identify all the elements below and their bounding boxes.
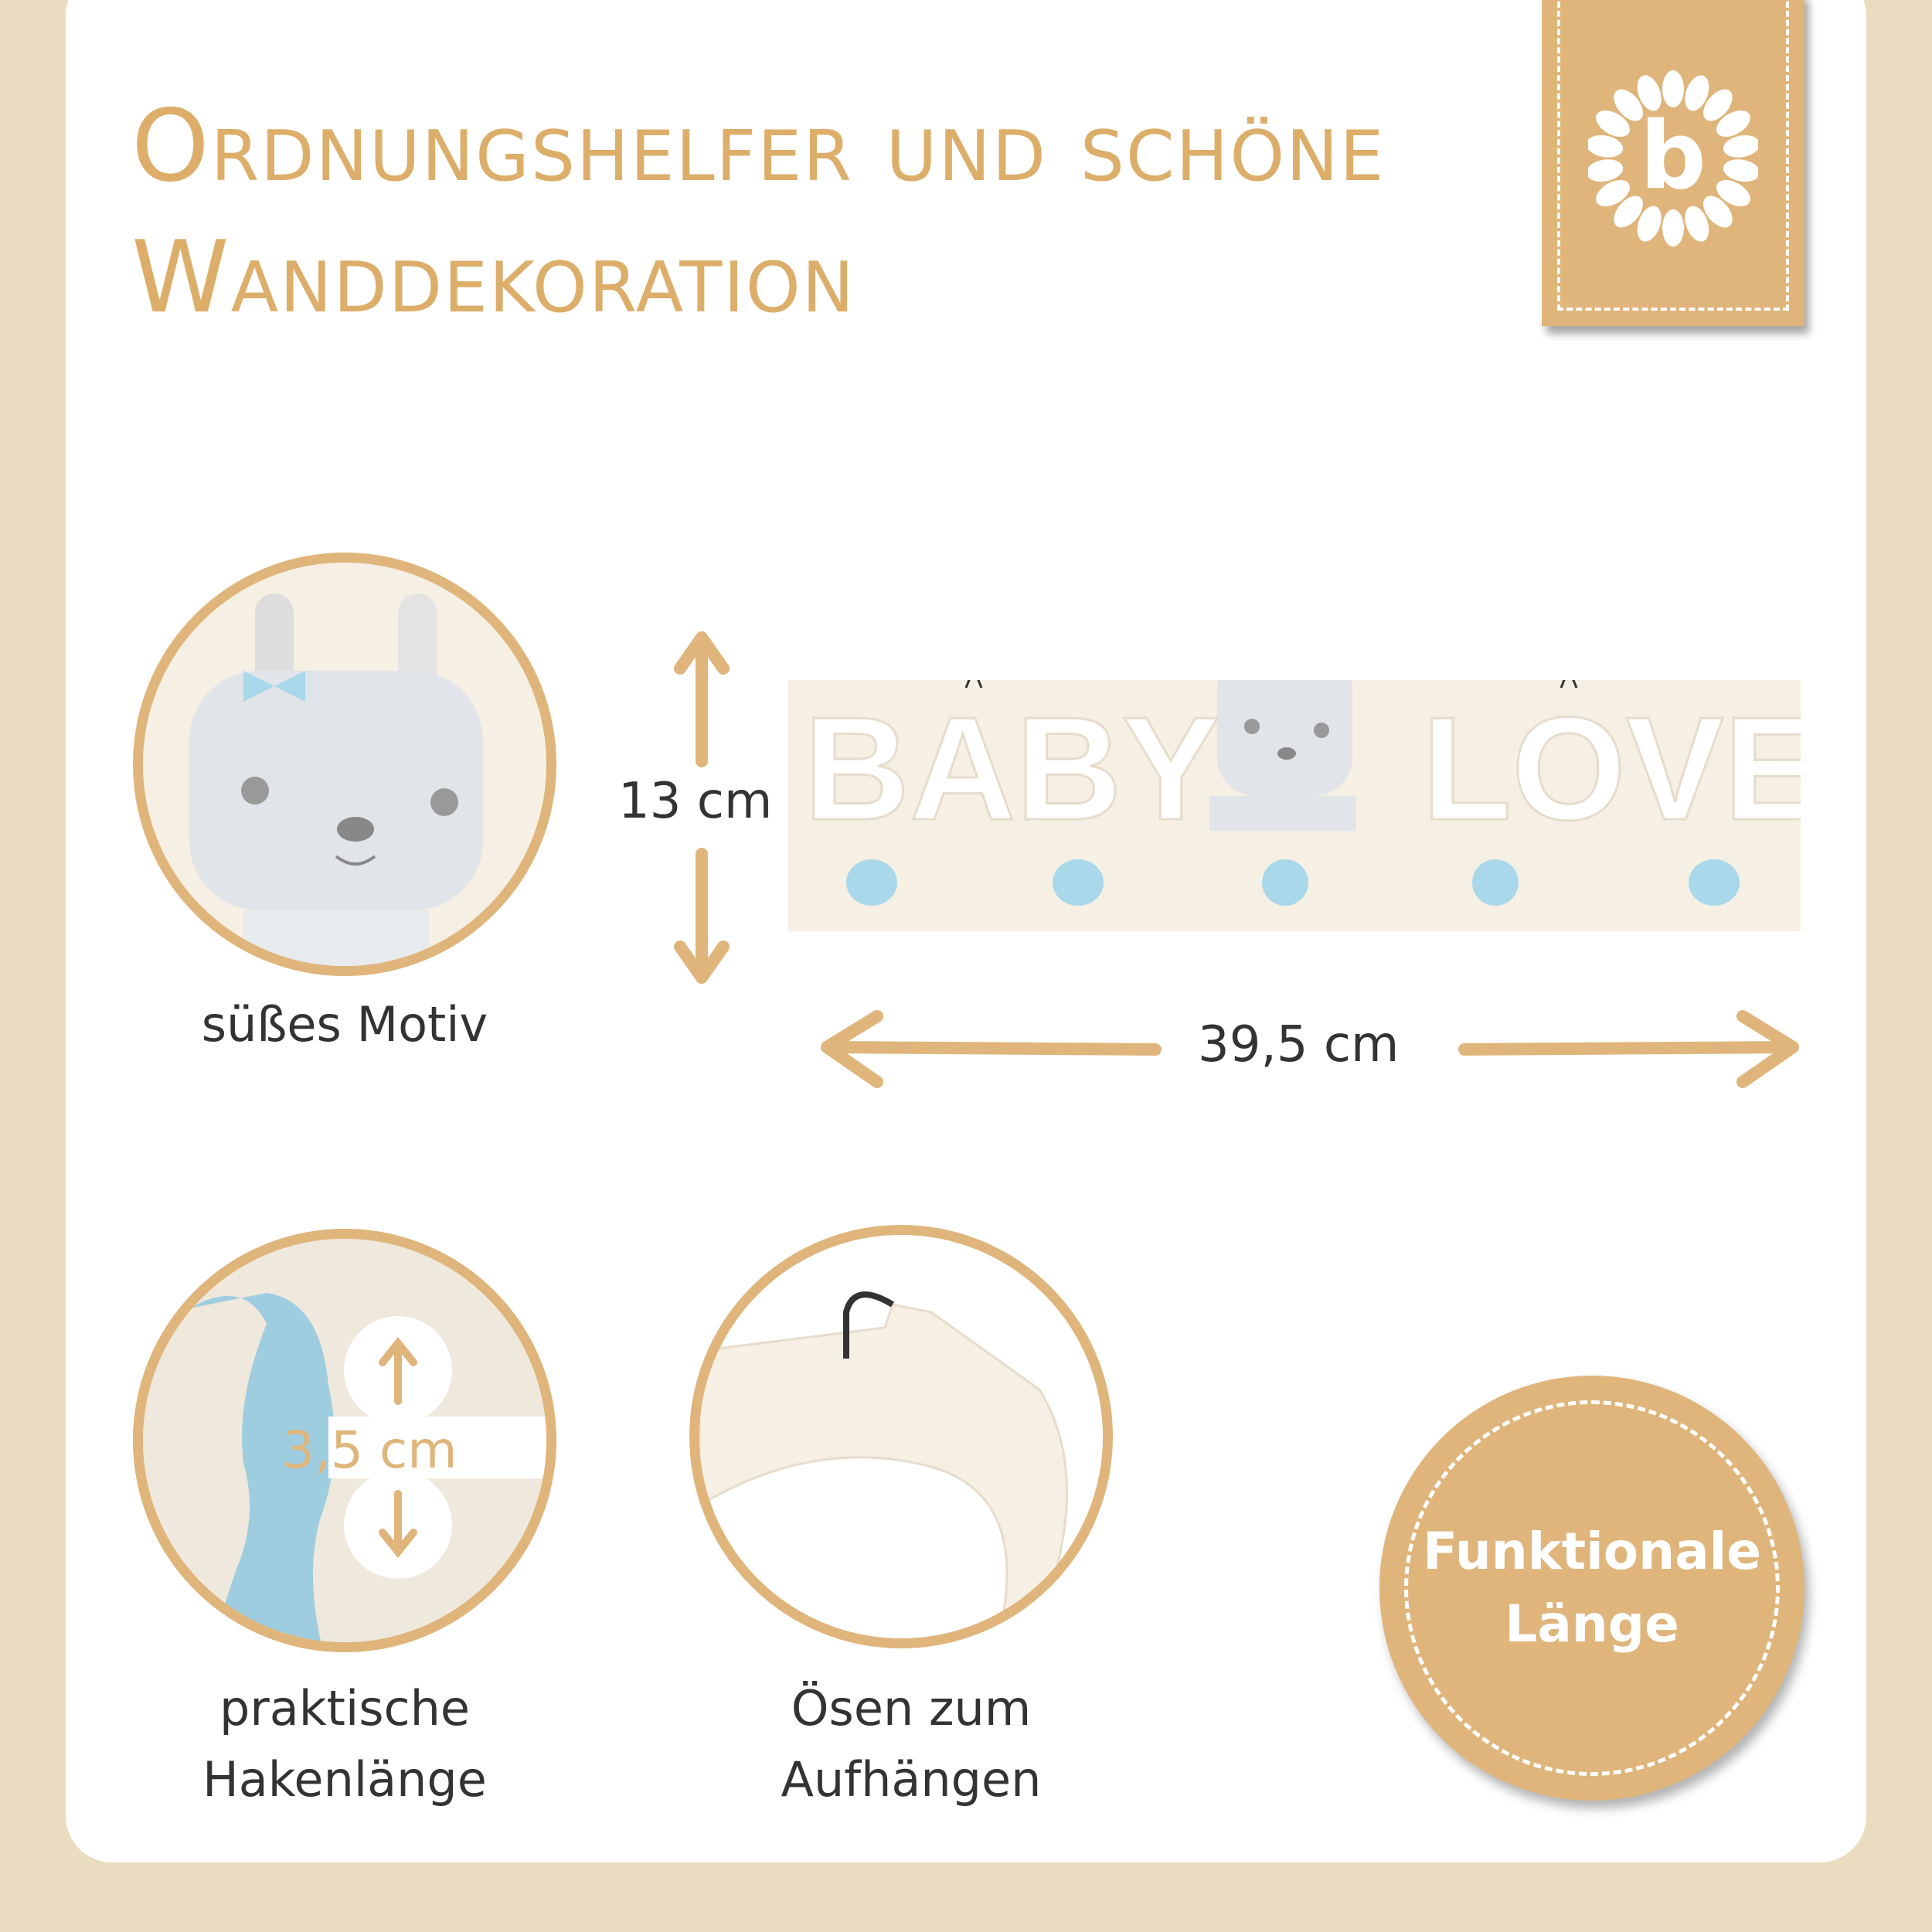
label-line: praktische: [219, 1680, 471, 1736]
title-line-2: Wanddekoration: [131, 220, 856, 335]
eyelet-detail-image: [689, 1225, 1113, 1648]
functional-length-badge: Funktionale Länge: [1379, 1376, 1804, 1801]
badge-line-2: Länge: [1505, 1594, 1679, 1654]
hook-detail-image: 3,5 cm: [133, 1229, 556, 1652]
title-line-1: Ordnungshelfer und schöne: [131, 89, 1386, 204]
feature-label-motif: süßes Motiv: [201, 996, 488, 1053]
badge-line-1: Funktionale: [1422, 1522, 1762, 1581]
width-dimension: 39,5 cm: [1198, 1016, 1400, 1073]
height-arrow-icon: [674, 631, 730, 984]
product-word-love: LOVE: [1422, 687, 1801, 851]
coat-rack-product-image: BABY LOVE: [788, 603, 1823, 931]
width-arrow-icon: [821, 1010, 1799, 1088]
label-line: Aufhängen: [781, 1751, 1042, 1808]
svg-text:b: b: [1640, 103, 1706, 210]
bunny-icon: [143, 563, 546, 966]
height-dimension: 13 cm: [618, 773, 773, 830]
page-title: Ordnungshelfer und schöne Wanddekoration: [131, 81, 1385, 344]
badge-inner: Funktionale Länge: [1404, 1400, 1780, 1776]
motif-detail-image: [133, 553, 556, 976]
label-line: Hakenlänge: [202, 1751, 487, 1808]
sunflower-logo-icon: b: [1588, 70, 1758, 247]
eyelet-icon: [699, 1235, 1103, 1638]
hook-dimension: 3,5 cm: [282, 1420, 457, 1480]
peg-icon: [143, 1239, 546, 1642]
product-word-baby: BABY: [804, 687, 1219, 851]
feature-label-eyelets: Ösen zum Aufhängen: [699, 1673, 1123, 1815]
feature-label-hook-length: praktische Hakenlänge: [133, 1673, 556, 1815]
logo-stitching: [1557, 0, 1789, 311]
label-line: Ösen zum: [791, 1680, 1032, 1736]
brand-logo: b: [1542, 0, 1804, 326]
